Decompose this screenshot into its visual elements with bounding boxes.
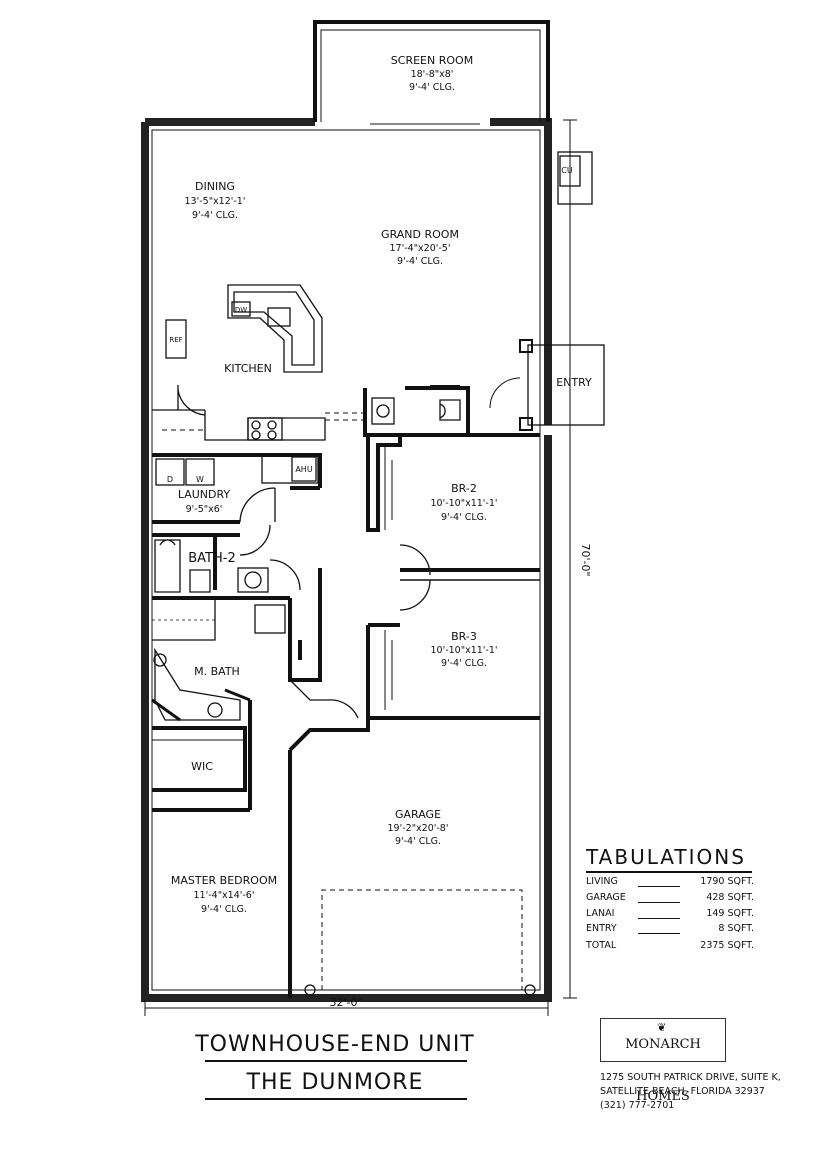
tabulations-heading: TABULATIONS: [586, 845, 746, 869]
plan-title-line1: TOWNHOUSE-END UNIT: [195, 1032, 475, 1057]
room-name-br3: BR-3: [451, 630, 477, 643]
fixture-ahu: AHU: [295, 465, 312, 474]
plan-title-line2: THE DUNMORE: [246, 1070, 424, 1095]
toilet: [439, 399, 461, 421]
toilet: [189, 569, 211, 593]
room-labels: SCREEN ROOM 18'-8"x8' 9'-4' CLG. DINING …: [167, 54, 592, 1009]
room-name-br2: BR-2: [451, 482, 477, 495]
room-ceiling-dining: 9'-4' CLG.: [192, 210, 238, 221]
kitchen-island: [227, 284, 323, 373]
depth-dimension-label: 70'-0": [579, 543, 592, 576]
room-size-br2: 10'-10"x11'-1': [431, 498, 498, 509]
company-logo-text: MONARCH HOMES: [625, 1037, 701, 1104]
dryer: [155, 458, 185, 486]
company-address-line1: 1275 SOUTH PATRICK DRIVE, SUITE K,: [600, 1072, 781, 1083]
laundry-walls: [152, 453, 322, 524]
fixture-cu: CU: [561, 166, 573, 175]
room-name-mbath: M. BATH: [194, 665, 240, 678]
room-size-grand-room: 17'-4"x20'-5': [390, 243, 451, 254]
condenser-unit: [557, 151, 593, 205]
tabulation-label: ENTRY: [586, 923, 617, 934]
fixture-ref: REF: [169, 336, 182, 344]
room-name-grand-room: GRAND ROOM: [381, 228, 459, 241]
room-ceiling-br3: 9'-4' CLG.: [441, 658, 487, 669]
room-name-kitchen: KITCHEN: [224, 362, 272, 375]
tabulation-total-label: TOTAL: [586, 940, 617, 951]
room-size-garage: 19'-2"x20'-8': [388, 823, 449, 834]
sink: [237, 567, 269, 593]
tabulation-value: 149 SQFT.: [706, 908, 754, 919]
room-size-br3: 10'-10"x11'-1': [431, 645, 498, 656]
hall-bath-wall: [363, 386, 470, 437]
company-address-line2: SATELLITE BEACH, FLORIDA 32937: [600, 1086, 765, 1097]
room-size-master: 11'-4"x14'-6': [194, 890, 255, 901]
tabulation-label: LIVING: [586, 876, 618, 887]
width-dimension-label: 32'-0": [329, 996, 362, 1009]
tabulation-row: LIVING 1790 SQFT.: [586, 876, 754, 890]
refrigerator: [165, 319, 187, 359]
tabulation-value: 428 SQFT.: [706, 892, 754, 903]
room-size-dining: 13'-5"x12'-1': [185, 196, 246, 207]
tabulation-row: LANAI 149 SQFT.: [586, 908, 754, 922]
title-underline: [205, 1098, 467, 1100]
depth-dimension: [563, 119, 577, 999]
butterfly-icon: ❦: [657, 1021, 667, 1034]
tabulations-rule: [586, 871, 752, 873]
room-name-screen-room: SCREEN ROOM: [391, 54, 473, 67]
toilet: [254, 604, 286, 634]
sink: [371, 397, 395, 425]
washer: [185, 458, 215, 486]
room-ceiling-grand-room: 9'-4' CLG.: [397, 256, 443, 267]
interior-walls: [366, 433, 540, 532]
garage-door: [321, 889, 523, 990]
room-name-master: MASTER BEDROOM: [171, 874, 277, 887]
title-underline: [205, 1060, 467, 1062]
tabulation-value: 8 SQFT.: [718, 923, 754, 934]
fixture-dw: DW: [235, 306, 247, 314]
tabulation-total-value: 2375 SQFT.: [700, 940, 754, 951]
tabulation-row: GARAGE 428 SQFT.: [586, 892, 754, 906]
room-name-wic: WIC: [191, 760, 213, 773]
room-name-dining: DINING: [195, 180, 235, 193]
tabulation-value: 1790 SQFT.: [700, 876, 754, 887]
tabulation-row: ENTRY 8 SQFT.: [586, 923, 754, 937]
entry-porch: [527, 344, 605, 426]
garage-wall: [288, 718, 370, 998]
bathtub: [154, 539, 181, 593]
room-ceiling-br2: 9'-4' CLG.: [441, 512, 487, 523]
room-ceiling-screen-room: 9'-4' CLG.: [409, 82, 455, 93]
room-ceiling-garage: 9'-4' CLG.: [395, 836, 441, 847]
room-size-laundry: 9'-5"x6': [186, 504, 223, 515]
room-name-laundry: LAUNDRY: [178, 488, 231, 501]
shower: [152, 597, 216, 641]
exterior-wall-inner: [151, 129, 541, 991]
tabulation-label: GARAGE: [586, 892, 626, 903]
width-dimension: [144, 1000, 549, 1016]
room-size-screen-room: 18'-8"x8': [411, 69, 454, 80]
fixture-dryer: D: [167, 475, 173, 484]
room-name-bath2: BATH-2: [188, 551, 235, 566]
cooktop: [247, 417, 283, 441]
company-phone: (321) 777-2701: [600, 1100, 675, 1111]
tabulation-label: LANAI: [586, 908, 615, 919]
fixture-washer: W: [196, 475, 204, 484]
room-ceiling-master: 9'-4' CLG.: [201, 904, 247, 915]
air-handler: [261, 454, 319, 484]
room-name-garage: GARAGE: [395, 808, 441, 821]
room-name-entry: ENTRY: [556, 376, 592, 389]
company-logo: ❦ MONARCH HOMES: [600, 1018, 726, 1104]
tabulation-total-row: TOTAL 2375 SQFT.: [586, 940, 754, 954]
screen-room-outline: [313, 20, 550, 122]
